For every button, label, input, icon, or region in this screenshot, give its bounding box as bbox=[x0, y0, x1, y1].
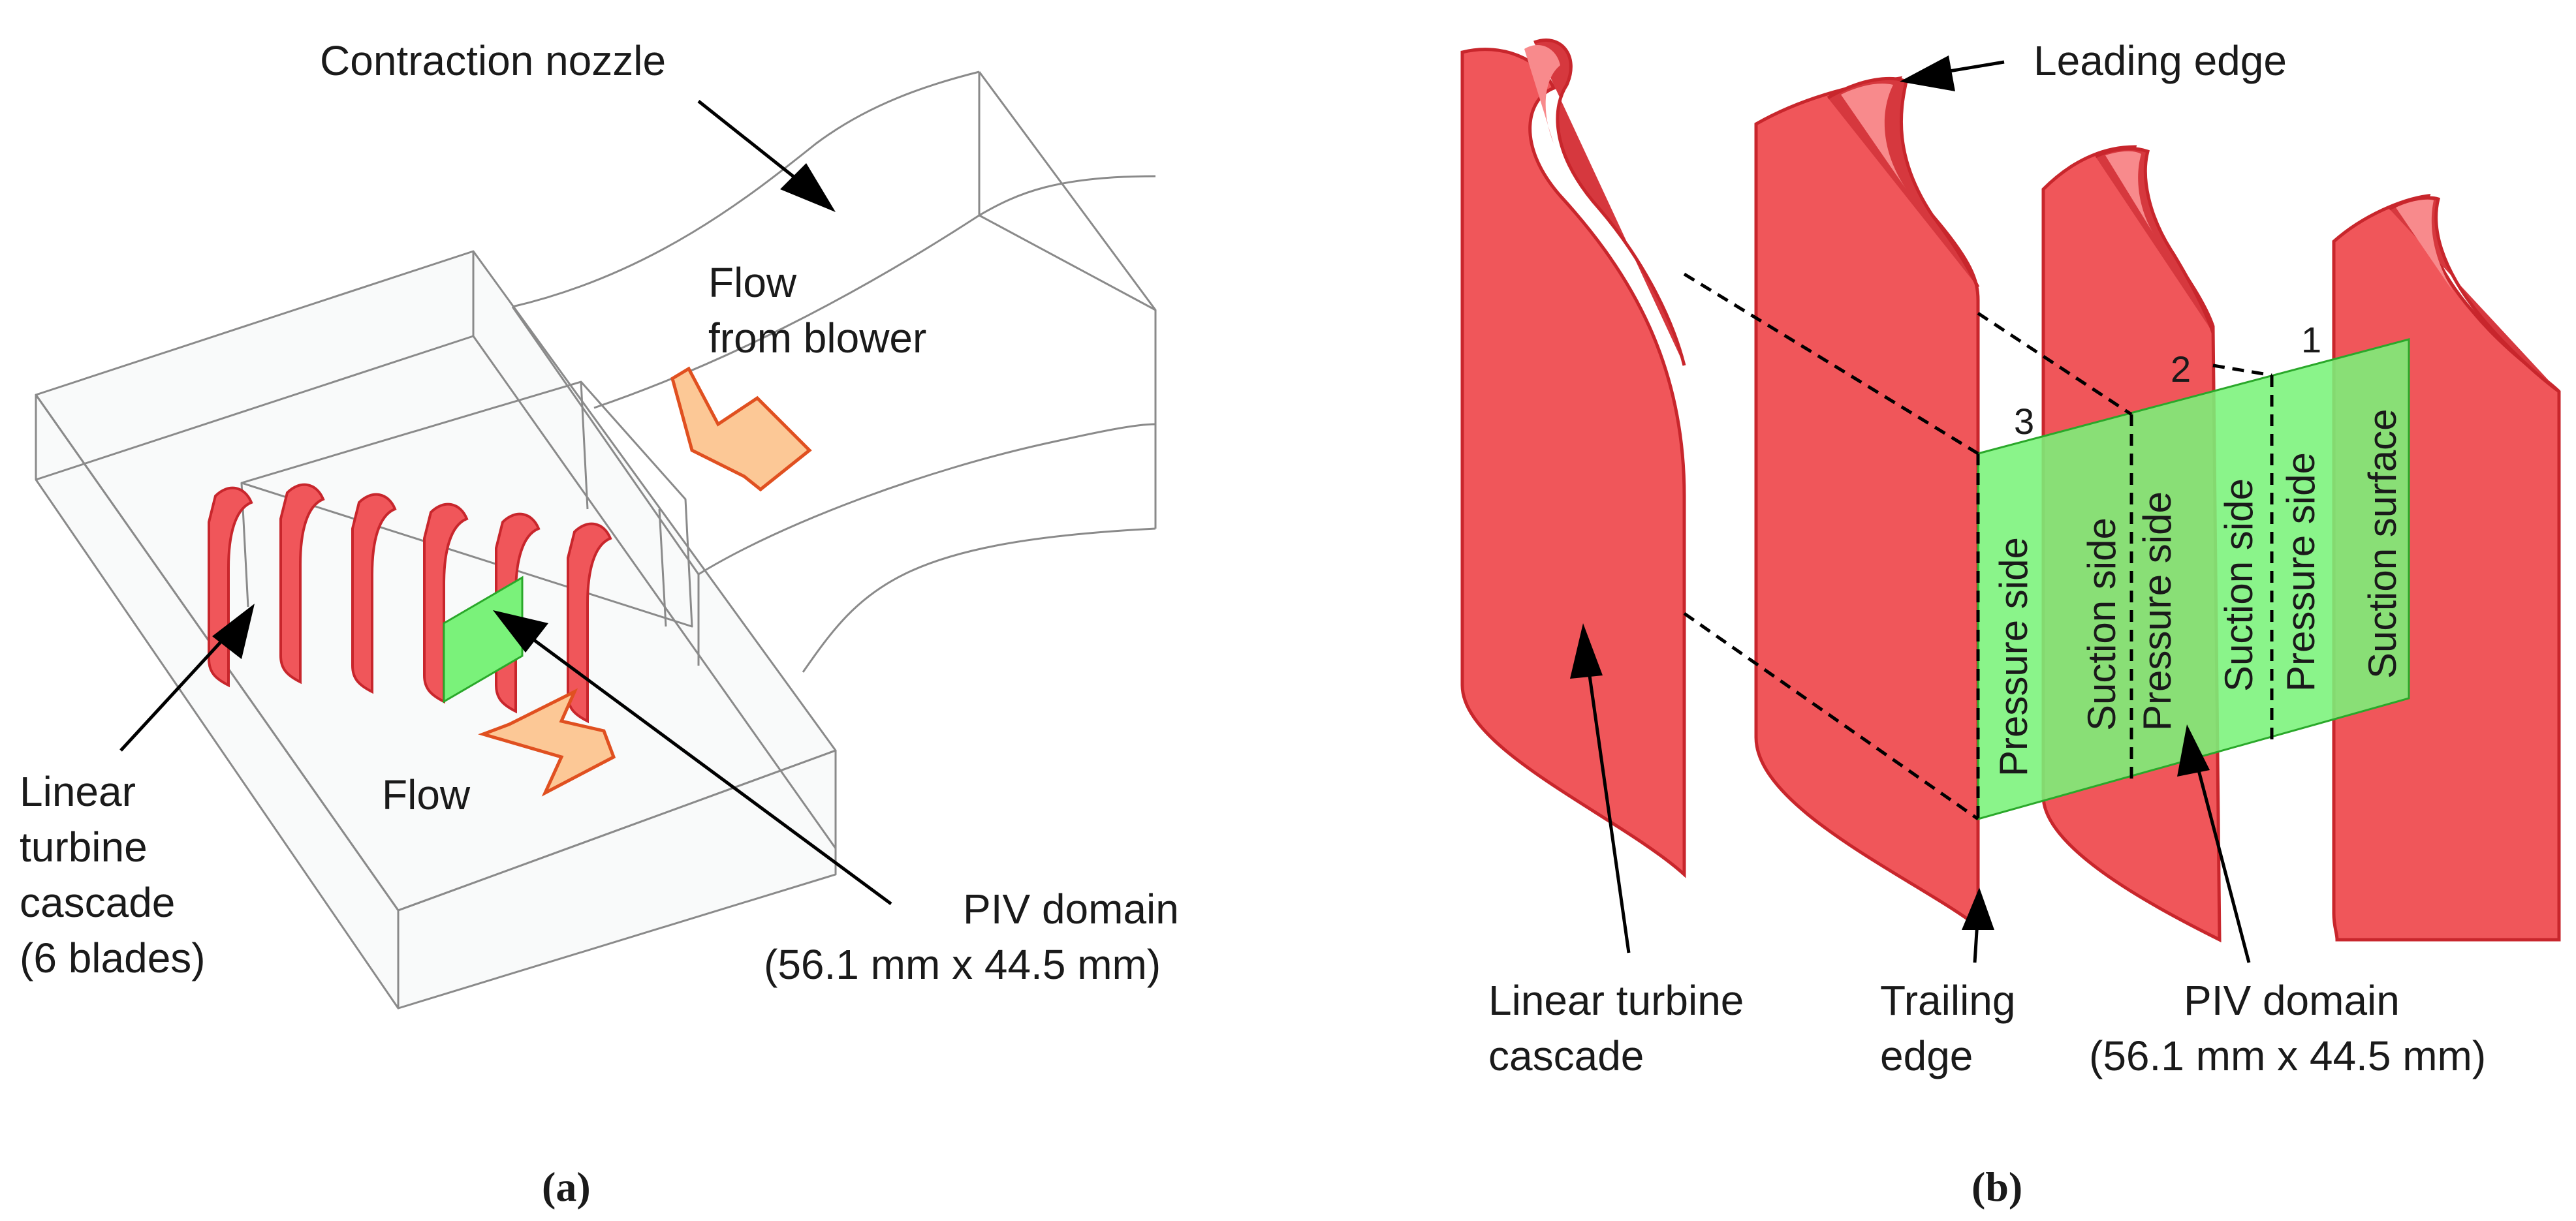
piv-b-arrowhead bbox=[2177, 724, 2210, 777]
leading-edge-arrowhead bbox=[1900, 55, 1955, 91]
cascade-blades-small bbox=[208, 483, 612, 724]
cascade-b-pointer bbox=[1584, 652, 1631, 953]
side-label-pressure-1: Pressure side bbox=[2279, 452, 2323, 692]
blade-left bbox=[1460, 38, 1686, 878]
cascade-arrowhead bbox=[212, 604, 255, 659]
side-label-suction-1: Suction side bbox=[2217, 478, 2261, 692]
blade-second bbox=[1754, 76, 1980, 931]
trailing-edge-arrowhead bbox=[1962, 888, 1994, 930]
label-piv-b-line1: PIV domain bbox=[2184, 977, 2400, 1024]
side-label-pressure-2: Pressure side bbox=[2135, 491, 2179, 731]
label-piv-b-line2: (56.1 mm x 44.5 mm) bbox=[2089, 1032, 2486, 1079]
contraction-nozzle-pointer bbox=[697, 100, 811, 191]
piv-b-pointer bbox=[2191, 750, 2251, 963]
label-cascade-line2: turbine bbox=[20, 824, 148, 871]
side-label-suction-surface: Suction surface bbox=[2361, 409, 2404, 679]
panel-a: Contraction nozzle Flow from blower Flow… bbox=[20, 37, 1179, 1210]
label-piv-domain-line1: PIV domain bbox=[963, 886, 1179, 933]
small-blade-2 bbox=[279, 483, 325, 685]
caption-b: (b) bbox=[1971, 1164, 2022, 1210]
label-cascade-line3: cascade bbox=[20, 879, 175, 926]
contraction-nozzle bbox=[512, 70, 1157, 673]
label-cascade-line4: (6 blades) bbox=[20, 935, 206, 981]
flow-arrow bbox=[478, 688, 616, 797]
caption-a: (a) bbox=[542, 1164, 591, 1210]
label-contraction-nozzle: Contraction nozzle bbox=[320, 37, 666, 84]
label-cascade-b-line2: cascade bbox=[1488, 1032, 1644, 1079]
label-flow-from-blower-line1: Flow bbox=[708, 259, 797, 306]
panel-b: 3 2 1 Pressure side Suction side Pressur… bbox=[1460, 37, 2561, 1210]
label-piv-domain-line2: (56.1 mm x 44.5 mm) bbox=[764, 941, 1161, 988]
contraction-nozzle-arrowhead bbox=[780, 163, 836, 212]
passage-number-1: 1 bbox=[2301, 319, 2321, 360]
small-blade-3 bbox=[351, 493, 397, 694]
passage-number-2: 2 bbox=[2171, 348, 2191, 390]
label-flow: Flow bbox=[382, 771, 471, 818]
label-trailing-line2: edge bbox=[1880, 1032, 1973, 1079]
label-leading-edge: Leading edge bbox=[2034, 37, 2287, 84]
label-cascade-line1: Linear bbox=[20, 768, 136, 815]
piv-domain-small bbox=[443, 576, 524, 703]
cascade-b-arrowhead bbox=[1570, 623, 1603, 679]
projection-lines bbox=[1683, 272, 2274, 821]
label-trailing-line1: Trailing bbox=[1880, 977, 2015, 1024]
side-label-suction-2: Suction side bbox=[2080, 518, 2124, 731]
label-flow-from-blower-line2: from blower bbox=[708, 315, 926, 362]
cascade-pointer bbox=[119, 625, 236, 752]
small-blade-4 bbox=[423, 502, 469, 704]
piv-arrowhead bbox=[493, 610, 548, 653]
passage-number-3: 3 bbox=[2014, 401, 2034, 442]
side-label-pressure-3: Pressure side bbox=[1992, 537, 2035, 777]
label-cascade-b-line1: Linear turbine bbox=[1488, 977, 1744, 1024]
piv-pointer bbox=[514, 625, 892, 906]
flow-from-blower-arrow bbox=[670, 366, 812, 492]
